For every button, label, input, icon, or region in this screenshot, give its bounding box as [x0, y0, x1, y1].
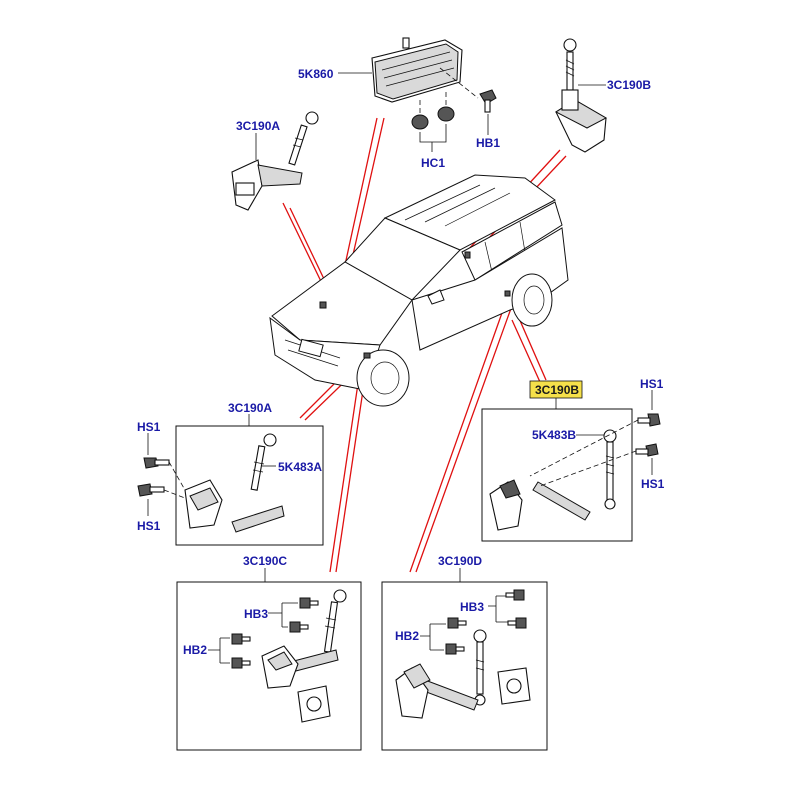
- box-a-hs1-bottom: HS1: [137, 519, 161, 533]
- box-c-hb3: HB3: [244, 607, 268, 621]
- label-sensor-top-left: 3C190A: [236, 119, 280, 133]
- box-b-link: 5K483B: [532, 428, 576, 442]
- box-a-hs1-top: HS1: [137, 420, 161, 434]
- vehicle-illustration: [269, 174, 569, 407]
- box-d-title: 3C190D: [438, 554, 482, 568]
- box-a-link: 5K483A: [278, 460, 322, 474]
- box-c-hb2: HB2: [183, 643, 207, 657]
- box-b-title-highlight: [529, 380, 583, 399]
- box-b-hs1-bottom: HS1: [641, 477, 665, 491]
- detail-box-b: [481, 398, 661, 542]
- detail-box-c: [176, 568, 362, 751]
- label-hc1: HC1: [421, 156, 445, 170]
- height-sensor-top-right: [554, 38, 608, 153]
- detail-box-a: [137, 414, 324, 546]
- control-module: [371, 37, 479, 130]
- label-module: 5K860: [298, 67, 334, 81]
- label-sensor-top-right: 3C190B: [607, 78, 651, 92]
- box-d-hb2: HB2: [395, 629, 419, 643]
- box-c-title: 3C190C: [243, 554, 287, 568]
- box-a-title: 3C190A: [228, 401, 272, 415]
- height-sensor-top-left: [231, 111, 319, 211]
- box-b-title: 3C190B: [535, 383, 579, 397]
- detail-box-d: [381, 568, 548, 751]
- box-d-hb3: HB3: [460, 600, 484, 614]
- bolt-hb1: [479, 89, 497, 113]
- box-b-hs1-top: HS1: [640, 377, 664, 391]
- label-hb1: HB1: [476, 136, 500, 150]
